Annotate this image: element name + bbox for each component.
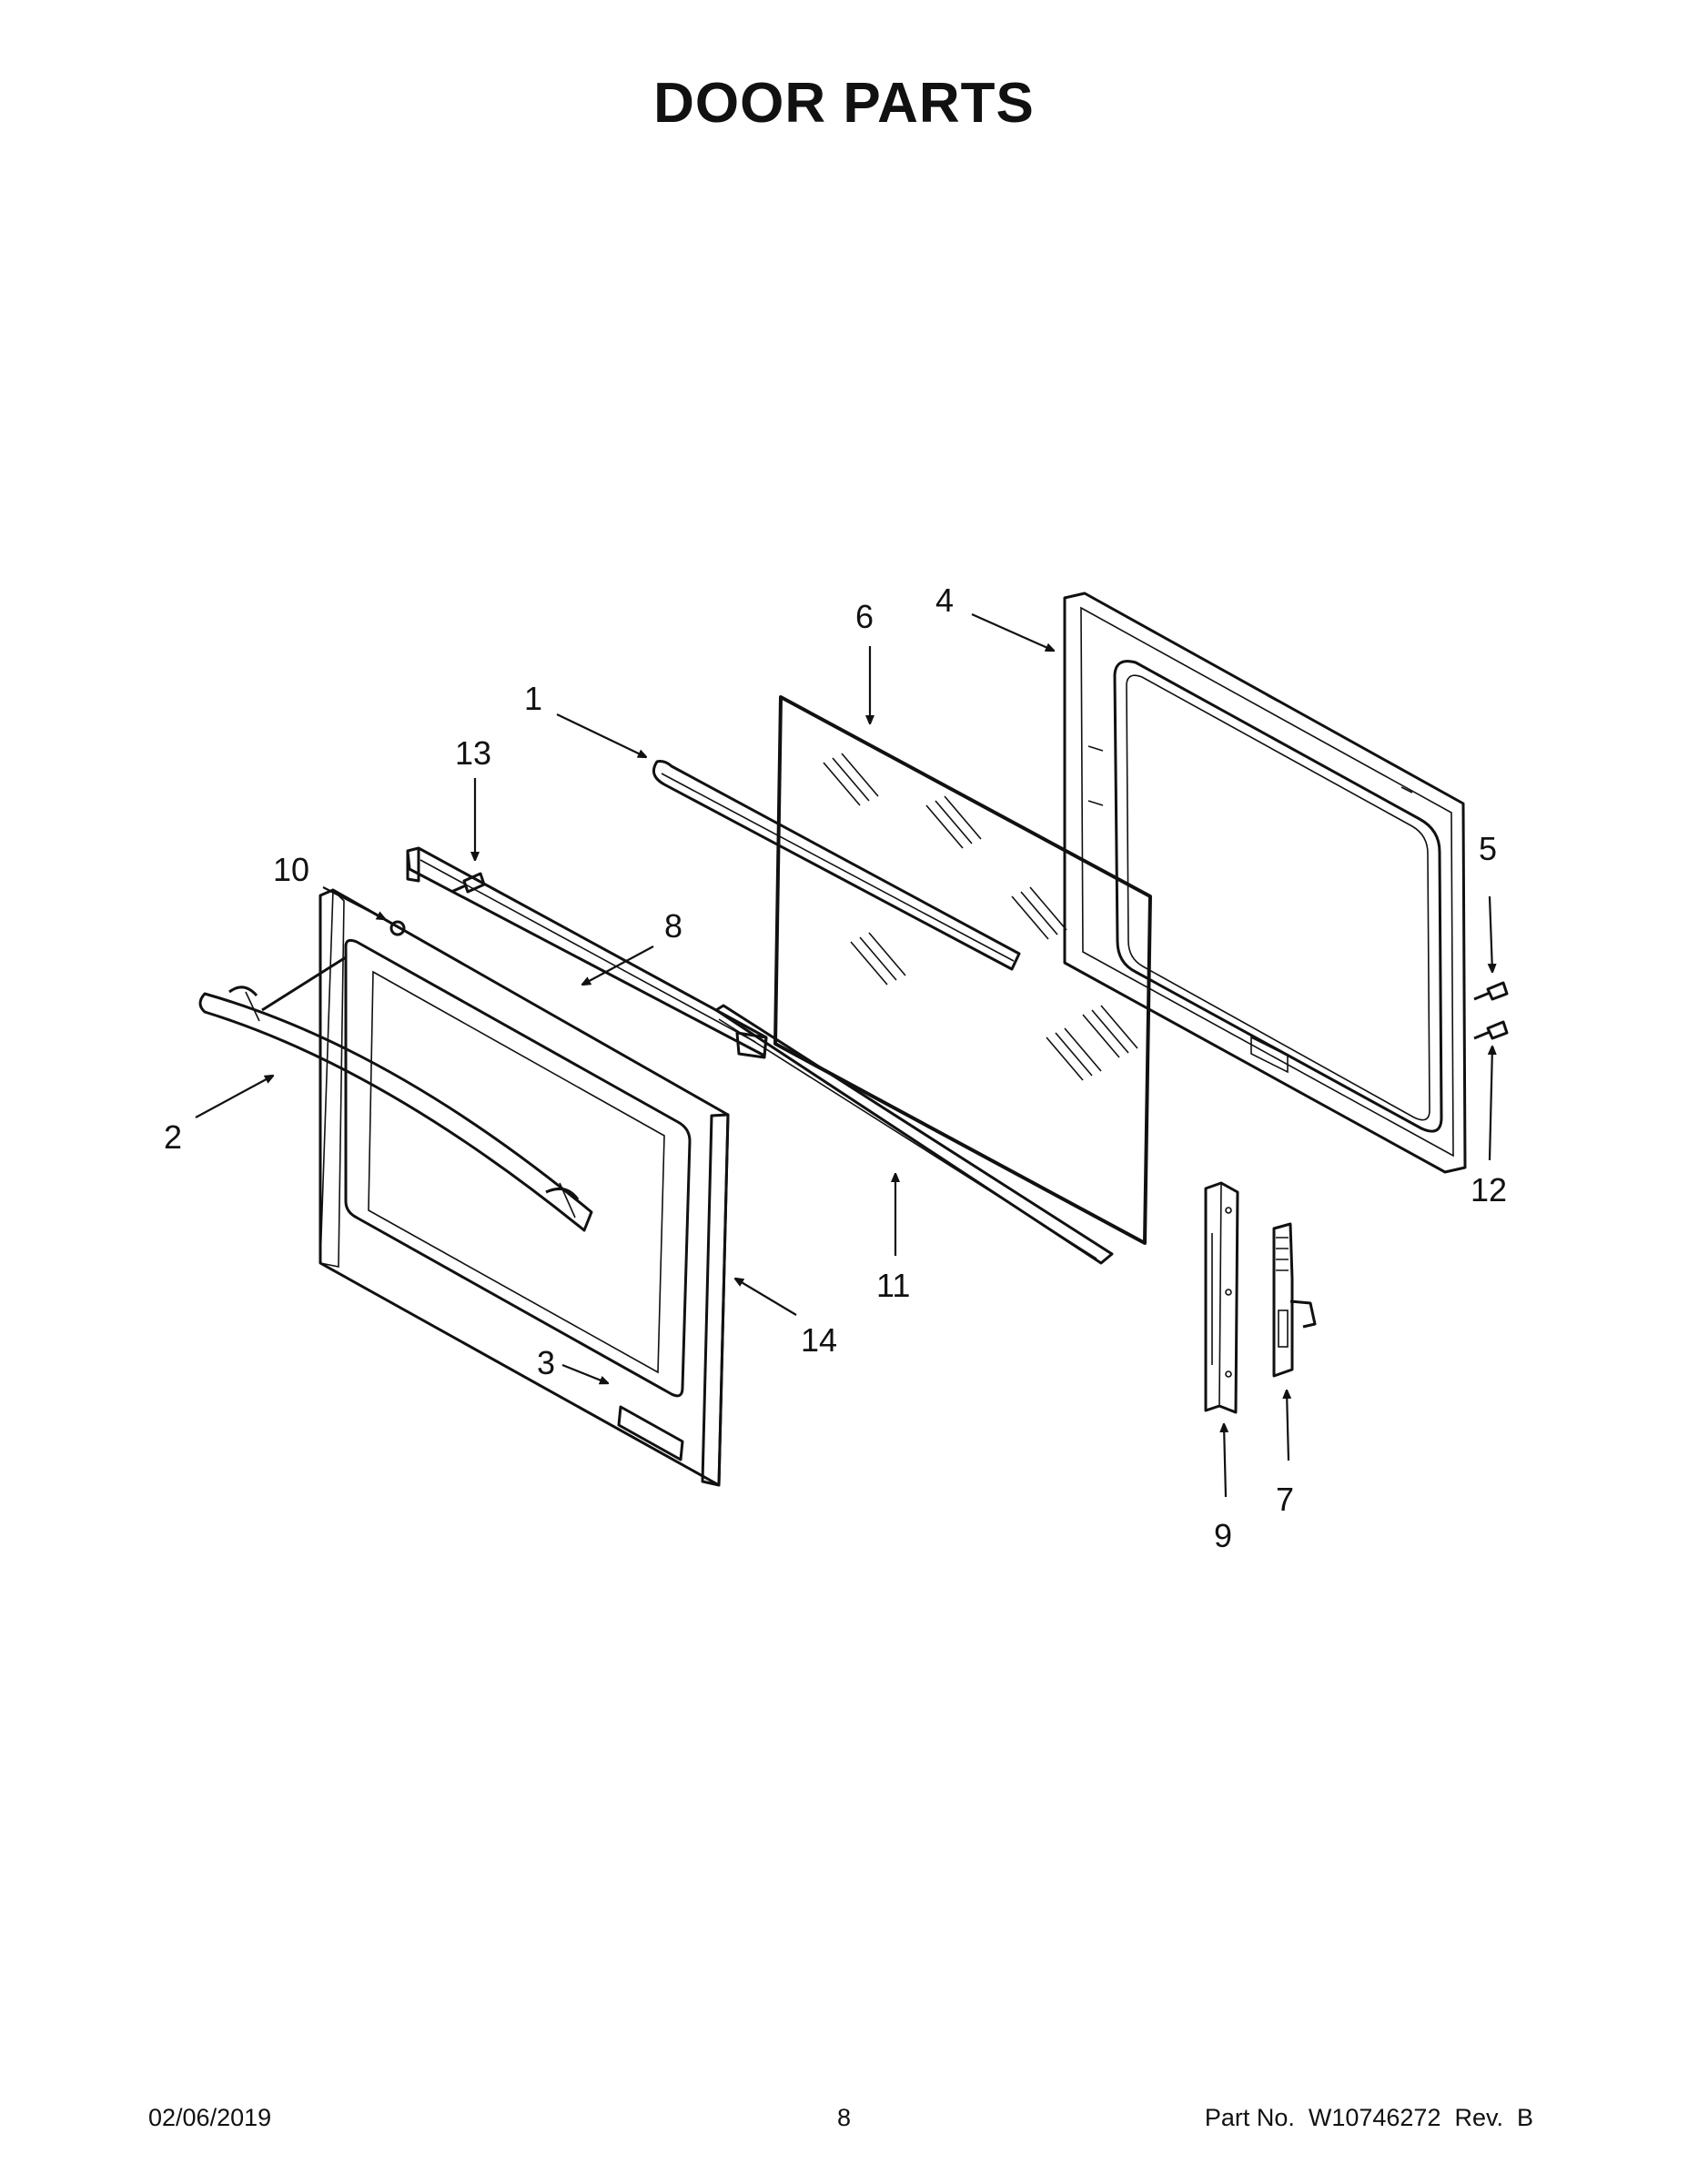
outer-door-panel: [318, 888, 730, 1487]
footer-page-number: 8: [836, 2104, 852, 2131]
hinge-cover: [1204, 1181, 1239, 1414]
callout-2: 2: [164, 1118, 182, 1156]
leader-arrows: [195, 612, 1492, 1498]
screw-5: [1473, 981, 1509, 1001]
top-bracket: [406, 846, 768, 1059]
callout-7: 7: [1276, 1481, 1294, 1518]
callout-12: 12: [1471, 1171, 1507, 1208]
hinge: [1272, 1222, 1317, 1378]
glass-reflection-hatches: [823, 753, 1138, 1081]
screw-13: [450, 872, 486, 894]
footer-part-number: Part No. W10746272 Rev. B: [1204, 2104, 1533, 2131]
callout-1: 1: [524, 680, 542, 717]
page-title: DOOR PARTS: [653, 72, 1035, 135]
callout-13: 13: [455, 734, 491, 772]
screw-12: [1473, 1020, 1509, 1040]
callout-3: 3: [537, 1344, 555, 1381]
footer-date: 02/06/2019: [148, 2104, 272, 2131]
callout-10: 10: [273, 851, 309, 888]
washer: [389, 920, 406, 936]
door-glass: [773, 695, 1152, 1245]
top-trim: [652, 760, 1021, 971]
callout-8: 8: [664, 907, 682, 945]
bottom-seal-strip: [714, 1004, 1114, 1265]
callout-14: 14: [801, 1321, 837, 1359]
door-handle: [198, 956, 593, 1232]
callout-4: 4: [935, 581, 954, 619]
callout-11: 11: [876, 1267, 910, 1304]
callout-9: 9: [1214, 1517, 1232, 1554]
inner-door-frame: [1063, 592, 1467, 1174]
callout-labels: 1 2 3 4 5 6 7 8 9 10 11 12 13 14: [164, 581, 1507, 1554]
callout-5: 5: [1479, 830, 1497, 867]
callout-6: 6: [855, 598, 874, 635]
